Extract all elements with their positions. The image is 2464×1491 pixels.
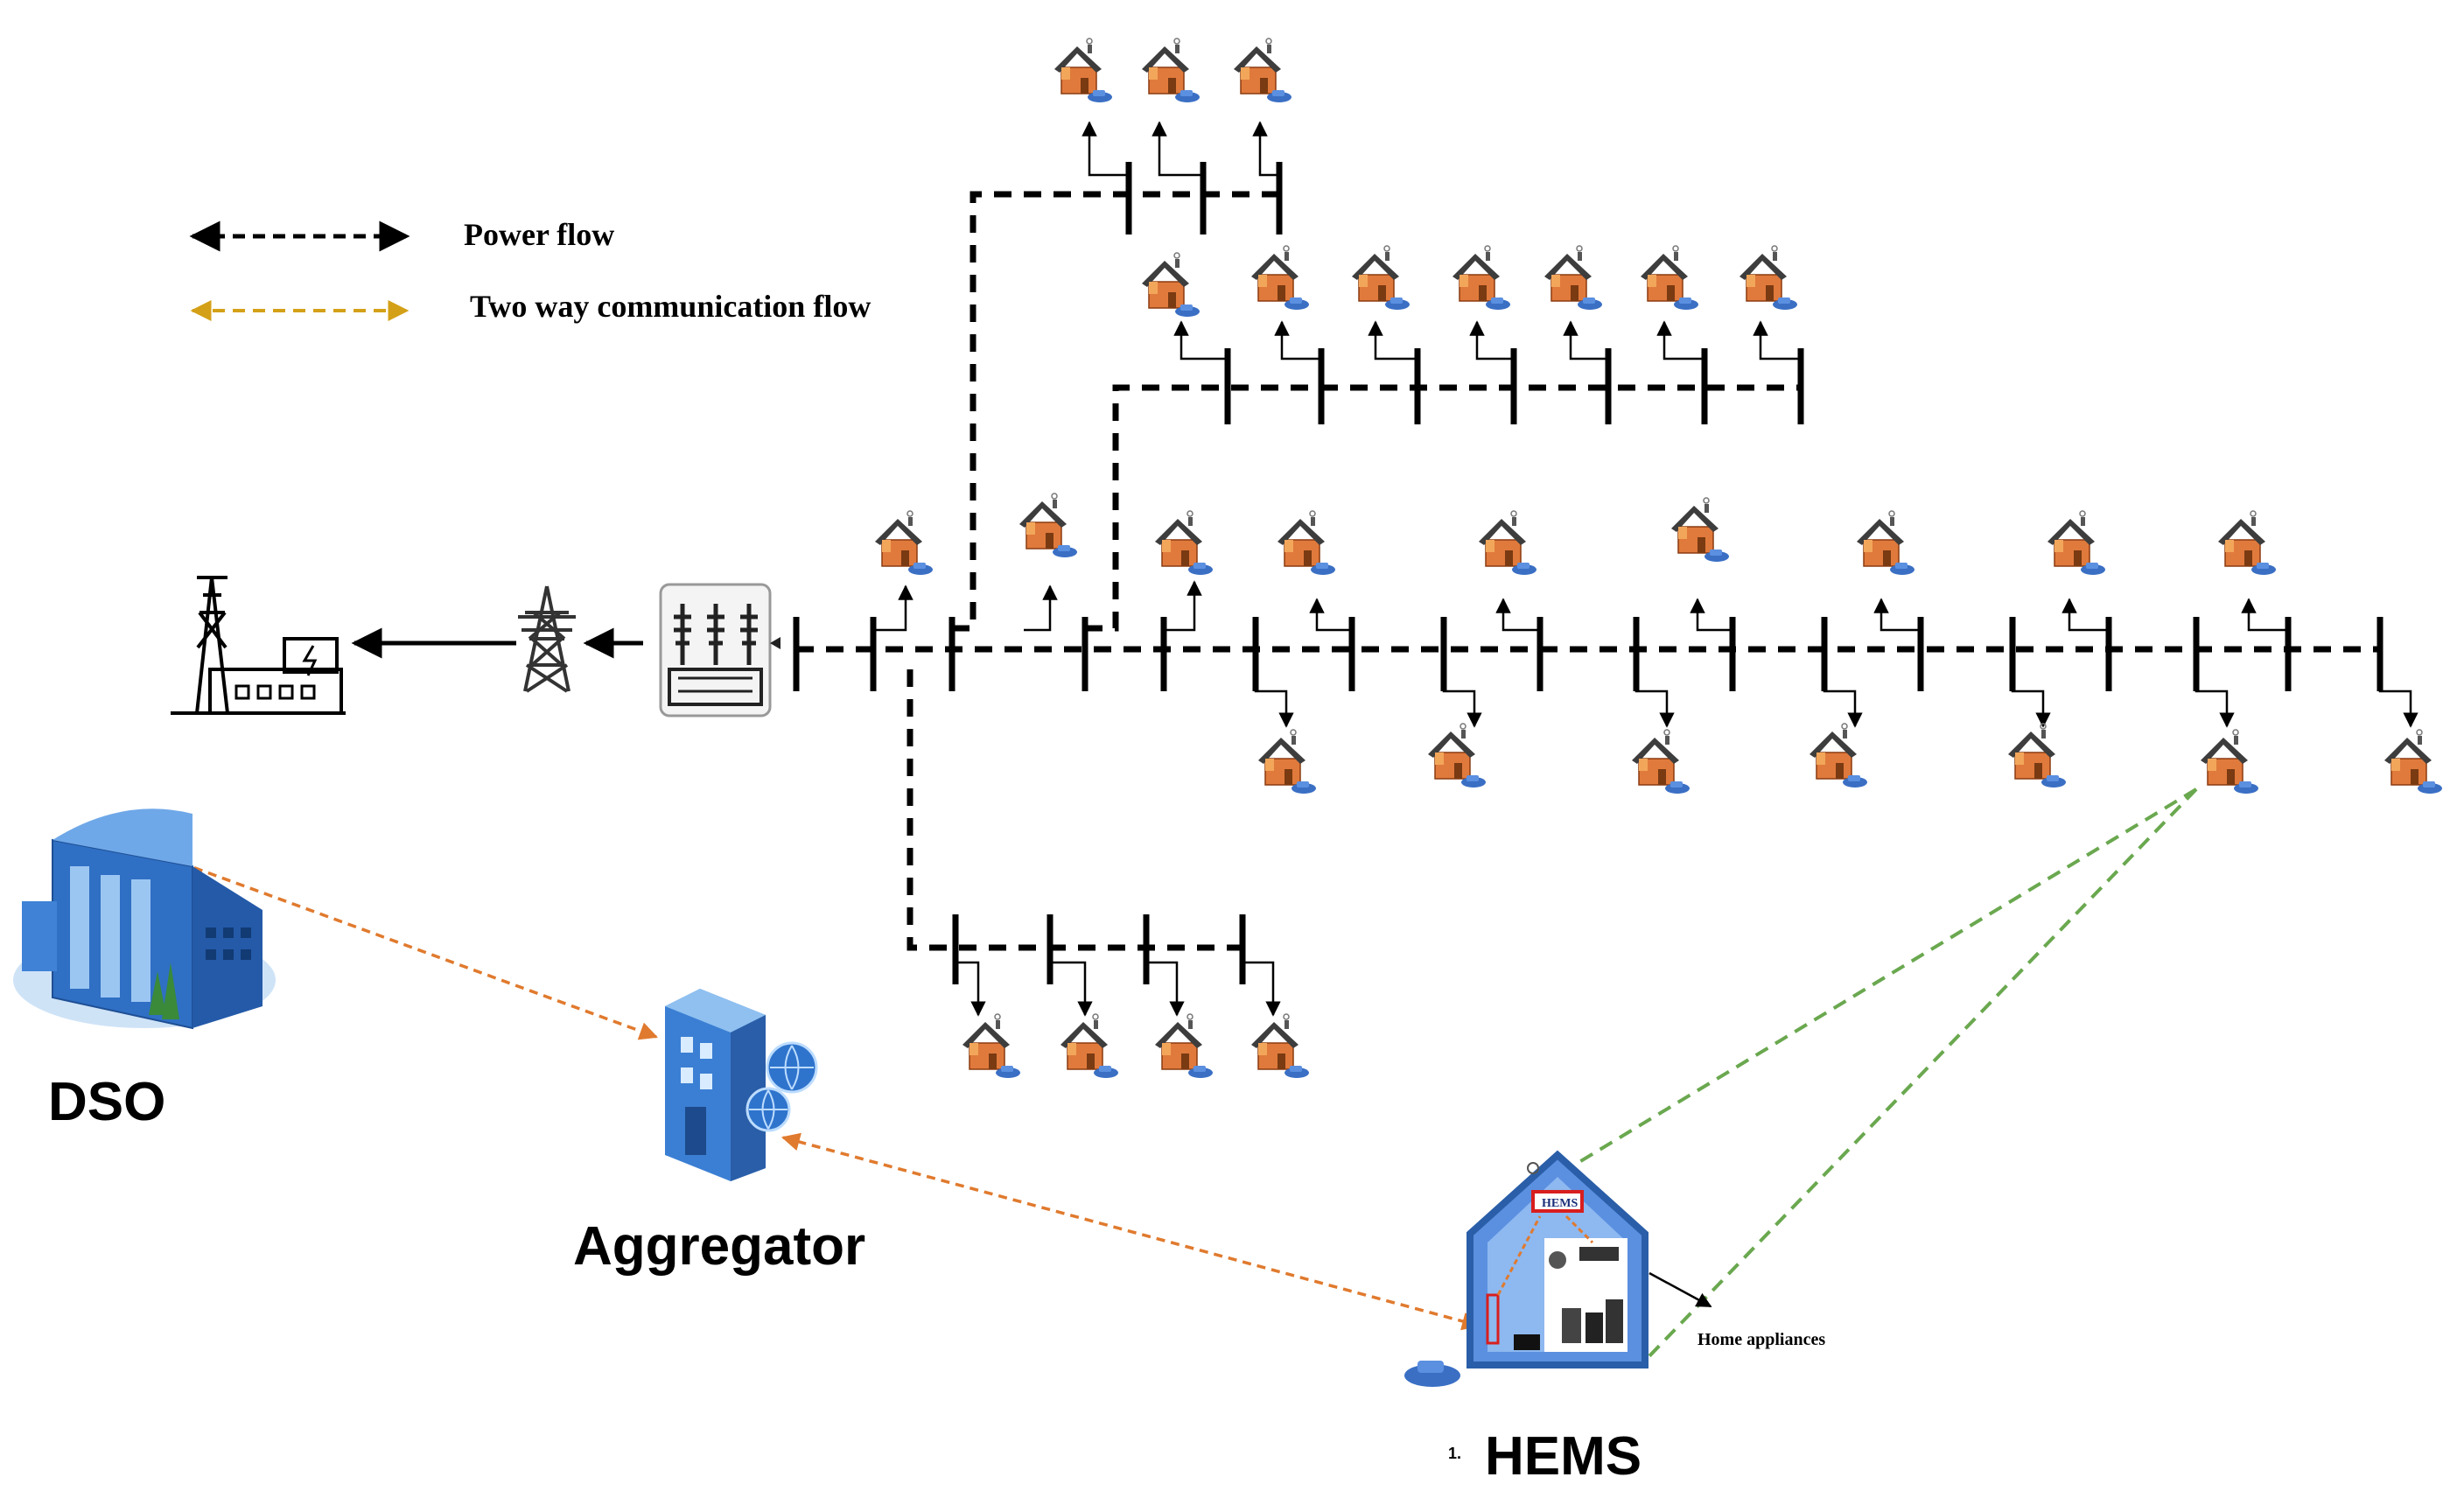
communication-links	[164, 788, 2198, 1362]
branch-bottom	[906, 669, 1281, 1017]
main-feeder-taps-up	[873, 580, 2288, 632]
house-icon	[1154, 1013, 1214, 1079]
house-icon	[2200, 729, 2259, 794]
dso-aggregator-link	[164, 854, 658, 1040]
aggregator-hems-link	[780, 1132, 1481, 1331]
house-icon	[1351, 245, 1410, 311]
houses	[874, 38, 2443, 1079]
branch-top-2	[1085, 320, 1804, 632]
dso-building-icon	[13, 808, 276, 1030]
legend-communication-label: Two way communication flow	[470, 289, 871, 324]
house-icon	[874, 510, 934, 576]
house-icon	[1856, 510, 1915, 576]
house-icon	[1054, 38, 1113, 103]
house-icon	[1452, 245, 1511, 311]
house-icon	[1257, 729, 1317, 794]
house-icon	[2007, 723, 2067, 788]
substation-transformer-icon	[659, 583, 780, 718]
house-icon	[1018, 493, 1078, 558]
branch-top-1	[952, 121, 1283, 632]
house-icon	[1250, 1013, 1310, 1079]
house-icon	[2047, 510, 2106, 576]
house-icon	[2217, 510, 2277, 576]
house-icon	[1478, 510, 1537, 576]
dso-label: DSO	[48, 1072, 165, 1132]
house-icon	[962, 1013, 1021, 1079]
house-icon	[1154, 510, 1214, 576]
power-plant-icon	[171, 576, 346, 715]
house-icon	[1141, 38, 1200, 103]
house-icon	[1060, 1013, 1119, 1079]
house-icon	[1640, 245, 1699, 311]
house-icon	[1233, 38, 1292, 103]
hems-index: 1.	[1448, 1445, 1461, 1462]
main-feeder	[793, 617, 2384, 691]
hems-label: HEMS	[1485, 1426, 1642, 1487]
house-icon	[1427, 723, 1487, 788]
aggregator-server-icon	[665, 989, 818, 1181]
house-icon	[1141, 252, 1200, 318]
house-icon	[1809, 723, 1868, 788]
house-icon	[2384, 729, 2443, 794]
hems-house-link-1	[1560, 788, 2198, 1174]
house-icon	[1739, 245, 1798, 311]
hems-badge-label: HEMS	[1542, 1197, 1578, 1210]
home-appliances-pointer	[1648, 1271, 1712, 1308]
main-feeder-taps-down	[1254, 665, 2418, 728]
house-icon	[1250, 245, 1310, 311]
hems-house-icon: HEMS	[1404, 1150, 1648, 1387]
legend-power-label: Power flow	[464, 217, 614, 252]
house-icon	[1277, 510, 1336, 576]
house-icon	[1631, 729, 1690, 794]
house-icon	[1670, 497, 1730, 563]
transmission-tower-icon	[518, 585, 576, 693]
home-appliances-label: Home appliances	[1698, 1330, 1825, 1349]
legend: Power flow Two way communication flow	[189, 217, 871, 324]
hems-house-link-2	[1643, 788, 2198, 1362]
aggregator-label: Aggregator	[573, 1216, 865, 1277]
house-icon	[1544, 245, 1603, 311]
